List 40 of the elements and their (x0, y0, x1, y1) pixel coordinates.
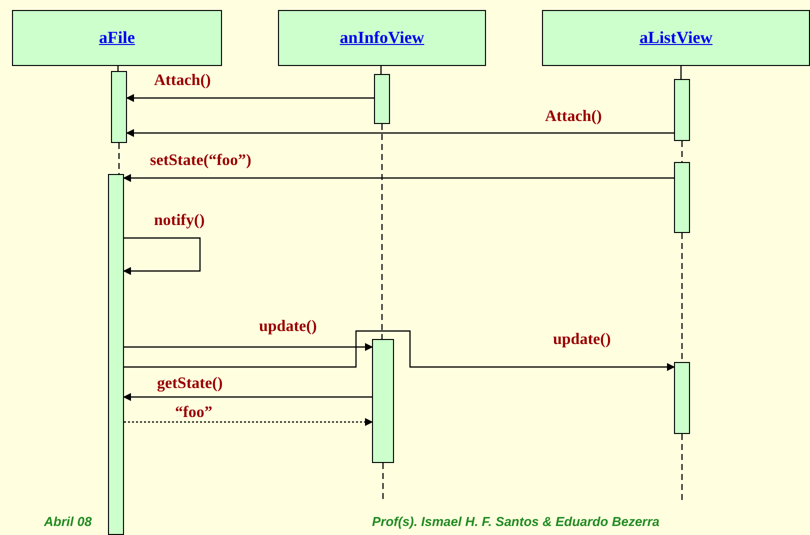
message-arrow (124, 343, 373, 351)
lifeline (681, 434, 683, 500)
activation-bar (374, 74, 390, 124)
object-box (542, 10, 810, 66)
edge-label: getState() (157, 375, 223, 393)
edge-label: setState(“foo”) (150, 152, 252, 170)
lifeline (680, 66, 682, 79)
lifeline (117, 66, 119, 71)
edge-label: update() (553, 331, 611, 349)
object-box (278, 10, 486, 66)
edge-label: notify() (154, 212, 205, 230)
edge-label: “foo” (175, 404, 212, 422)
message-arrow (123, 174, 674, 182)
edge-label: Attach() (545, 108, 602, 126)
object-name: anInfoView (340, 28, 424, 48)
lifeline (382, 463, 384, 500)
lifeline (380, 66, 382, 74)
message-arrow (123, 237, 201, 275)
object-box (12, 10, 222, 66)
footer-text: Prof(s). Ismael H. F. Santos & Eduardo Bezerra (372, 514, 660, 529)
edge-label: Attach() (154, 72, 211, 90)
activation-bar (108, 174, 124, 535)
edge-label: update() (259, 318, 317, 336)
activation-bar (674, 79, 690, 141)
activation-bar (674, 162, 690, 233)
message-arrow (124, 418, 373, 426)
lifeline (681, 233, 683, 362)
activation-bar (372, 339, 394, 463)
object-name: aFile (99, 28, 135, 48)
lifeline (681, 141, 683, 162)
message-arrow (126, 129, 674, 137)
object-name: aListView (639, 28, 713, 48)
message-arrow (123, 393, 372, 401)
message-arrow (124, 330, 675, 371)
footer-text: Abril 08 (44, 514, 92, 529)
lifeline (381, 124, 383, 339)
lifeline (118, 143, 120, 174)
activation-bar (111, 71, 127, 143)
message-arrow (126, 94, 374, 102)
activation-bar (674, 362, 690, 434)
